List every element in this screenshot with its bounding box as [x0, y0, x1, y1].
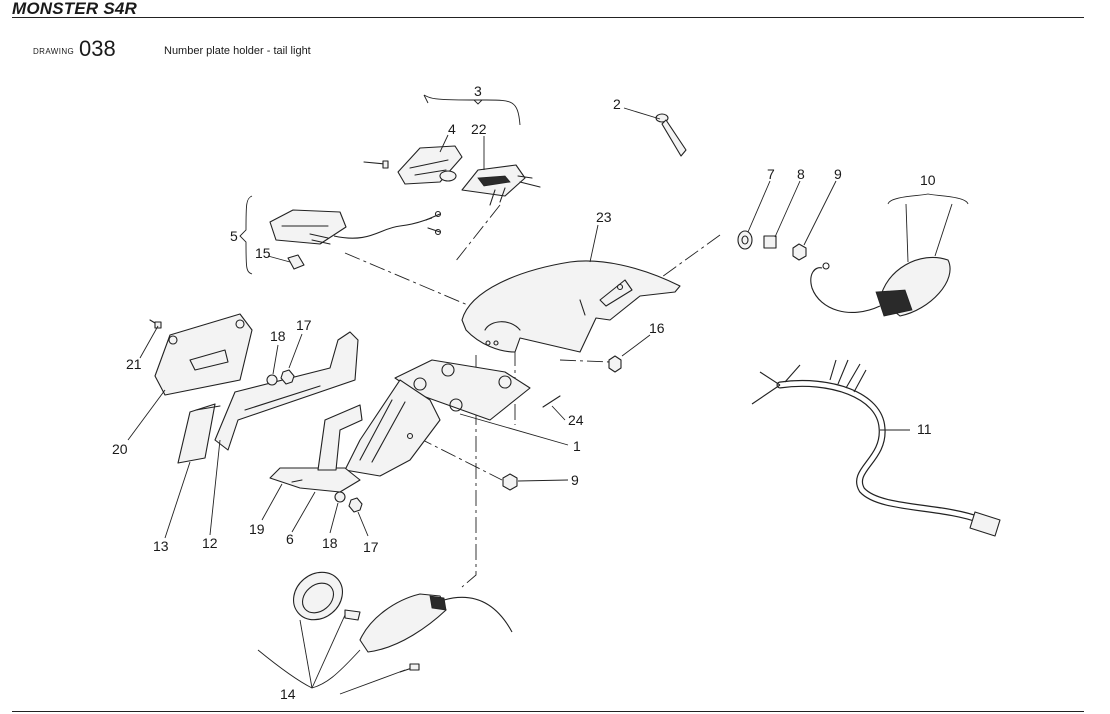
callout-9-upper: 9 — [834, 166, 842, 182]
callout-17-upper: 17 — [296, 317, 312, 333]
callout-11: 11 — [917, 421, 932, 437]
model-title: MONSTER S4R — [12, 0, 137, 18]
plate-holder-bracket — [154, 313, 253, 396]
callout-12: 12 — [202, 535, 218, 551]
turn-indicator — [293, 571, 513, 673]
callout-5: 5 — [230, 228, 238, 244]
right-turn-indicator — [810, 256, 951, 317]
drawing-caption: Number plate holder - tail light — [164, 45, 311, 57]
callout-18-upper: 18 — [270, 328, 286, 344]
callout-6: 6 — [286, 531, 294, 547]
callout-19: 19 — [249, 521, 265, 537]
side-bracket — [269, 404, 363, 493]
callout-20: 20 — [112, 441, 128, 457]
callout-7: 7 — [767, 166, 775, 182]
drawing-number: 038 — [79, 36, 116, 61]
callout-labels: 1 2 3 4 5 6 7 8 9 9 10 11 12 13 14 15 16… — [112, 83, 936, 702]
wiring-harness — [751, 359, 1001, 537]
callout-10: 10 — [920, 172, 936, 188]
callout-1: 1 — [573, 438, 581, 454]
callout-23: 23 — [596, 209, 612, 225]
wire-clip — [655, 113, 687, 157]
reflector — [177, 403, 221, 464]
tail-undertray — [461, 260, 681, 353]
callout-18-lower: 18 — [322, 535, 338, 551]
callout-14: 14 — [280, 686, 296, 702]
header-rule — [12, 17, 1084, 18]
plate-bracket — [344, 359, 531, 477]
callout-24: 24 — [568, 412, 584, 428]
callout-16: 16 — [649, 320, 665, 336]
callout-13: 13 — [153, 538, 169, 554]
callout-21: 21 — [126, 356, 142, 372]
footer-rule — [12, 711, 1084, 712]
license-light-assembly — [363, 145, 541, 206]
leader-lines — [127, 94, 969, 695]
callout-8: 8 — [797, 166, 805, 182]
grommet-spacer-nut — [737, 230, 807, 261]
callout-4: 4 — [448, 121, 456, 137]
fasteners — [149, 319, 622, 513]
callout-17-lower: 17 — [363, 539, 379, 555]
callout-9-lower: 9 — [571, 472, 579, 488]
drawing-label: DRAWING — [33, 47, 75, 56]
callout-2: 2 — [613, 96, 621, 112]
tail-light-housing — [269, 209, 442, 270]
callout-22: 22 — [471, 121, 487, 137]
callout-3: 3 — [474, 83, 482, 99]
callout-15: 15 — [255, 245, 271, 261]
